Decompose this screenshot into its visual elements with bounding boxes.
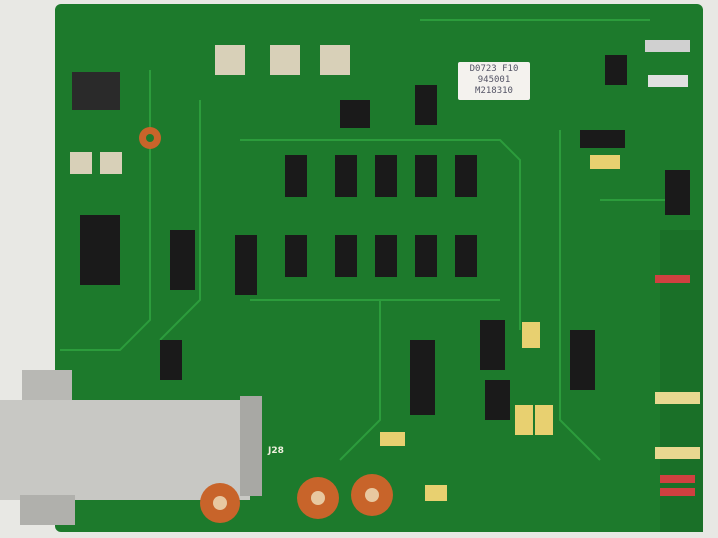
label-line-1: D0723 F10	[469, 64, 519, 74]
ic-chip	[335, 155, 357, 197]
ic-chip	[410, 340, 435, 415]
ic-chip	[335, 235, 357, 277]
ic-chip	[375, 235, 397, 277]
ribbon-cable	[0, 370, 262, 525]
ic-chip	[375, 155, 397, 197]
ic-chip	[415, 155, 437, 197]
ic-chip	[170, 230, 195, 290]
traces	[60, 19, 690, 461]
ic-chip	[285, 155, 307, 197]
ic-chip	[455, 155, 477, 197]
part-label-sticker: D0723 F10 945001 M218310	[458, 62, 530, 100]
ic-chip	[285, 235, 307, 277]
ic-chip	[455, 235, 477, 277]
ic-chip	[80, 215, 120, 285]
ic-chip	[340, 100, 370, 128]
ic-chip	[415, 85, 437, 125]
ic-chip	[235, 235, 257, 295]
ic-chip	[665, 170, 690, 215]
ic-chip	[580, 130, 625, 148]
label-line-3: M218310	[475, 86, 513, 96]
toroids	[139, 127, 393, 523]
ic-chip	[480, 320, 505, 370]
ic-chip	[415, 235, 437, 277]
connector-silkscreen: J28	[268, 446, 284, 456]
ic-chip	[160, 340, 182, 380]
capacitors	[380, 155, 620, 501]
regulators	[70, 45, 350, 174]
inductor	[72, 72, 120, 110]
resistor-packs	[645, 40, 700, 496]
ic-chip	[570, 330, 595, 390]
ic-chip	[485, 380, 510, 420]
label-line-2: 945001	[477, 75, 511, 85]
ic-chip	[605, 55, 627, 85]
